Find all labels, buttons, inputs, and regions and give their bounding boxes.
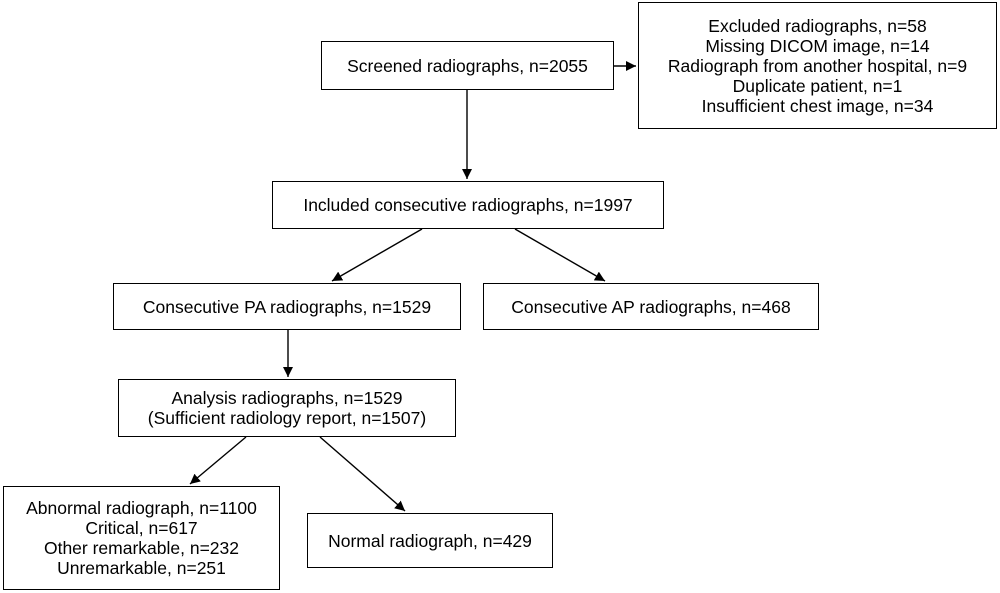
arrow-included-to-pa xyxy=(331,228,423,282)
abnormal-subgroup: Unremarkable, n=251 xyxy=(57,558,226,578)
analysis-radiographs-label: Analysis radiographs, n=1529 xyxy=(171,388,403,408)
exclusion-reason: Radiograph from another hospital, n=9 xyxy=(667,55,968,76)
exclusion-reason: Insufficient chest image, n=34 xyxy=(701,95,934,116)
screened-radiographs-box: Screened radiographs, n=2055 xyxy=(321,41,614,90)
sufficient-report-label: (Sufficient radiology report, n=1507) xyxy=(147,408,427,428)
excluded-radiographs-box: Excluded radiographs, n=58 Missing DICOM… xyxy=(638,2,997,129)
exclusion-reason: Missing DICOM image, n=14 xyxy=(705,35,930,56)
abnormal-subgroup: Critical, n=617 xyxy=(85,518,198,538)
included-radiographs-box: Included consecutive radiographs, n=1997 xyxy=(272,181,664,229)
pa-radiographs-label: Consecutive PA radiographs, n=1529 xyxy=(142,296,432,317)
screened-radiographs-label: Screened radiographs, n=2055 xyxy=(347,55,588,76)
ap-radiographs-box: Consecutive AP radiographs, n=468 xyxy=(483,283,819,330)
normal-radiograph-label: Normal radiograph, n=429 xyxy=(328,530,532,551)
abnormal-radiograph-title: Abnormal radiograph, n=1100 xyxy=(26,498,257,518)
analysis-radiographs-box: Analysis radiographs, n=1529 (Sufficient… xyxy=(118,379,456,437)
included-radiographs-label: Included consecutive radiographs, n=1997 xyxy=(303,195,633,215)
normal-radiograph-box: Normal radiograph, n=429 xyxy=(307,513,553,568)
exclusion-reason: Duplicate patient, n=1 xyxy=(732,75,903,96)
arrow-included-to-ap xyxy=(514,228,606,282)
arrow-analysis-to-normal xyxy=(319,436,406,512)
excluded-radiographs-title: Excluded radiographs, n=58 xyxy=(708,15,927,36)
ap-radiographs-label: Consecutive AP radiographs, n=468 xyxy=(511,296,791,317)
pa-radiographs-box: Consecutive PA radiographs, n=1529 xyxy=(113,283,461,330)
arrow-analysis-to-abnormal xyxy=(189,436,247,485)
abnormal-radiograph-box: Abnormal radiograph, n=1100 Critical, n=… xyxy=(3,486,280,590)
abnormal-subgroup: Other remarkable, n=232 xyxy=(43,538,240,558)
